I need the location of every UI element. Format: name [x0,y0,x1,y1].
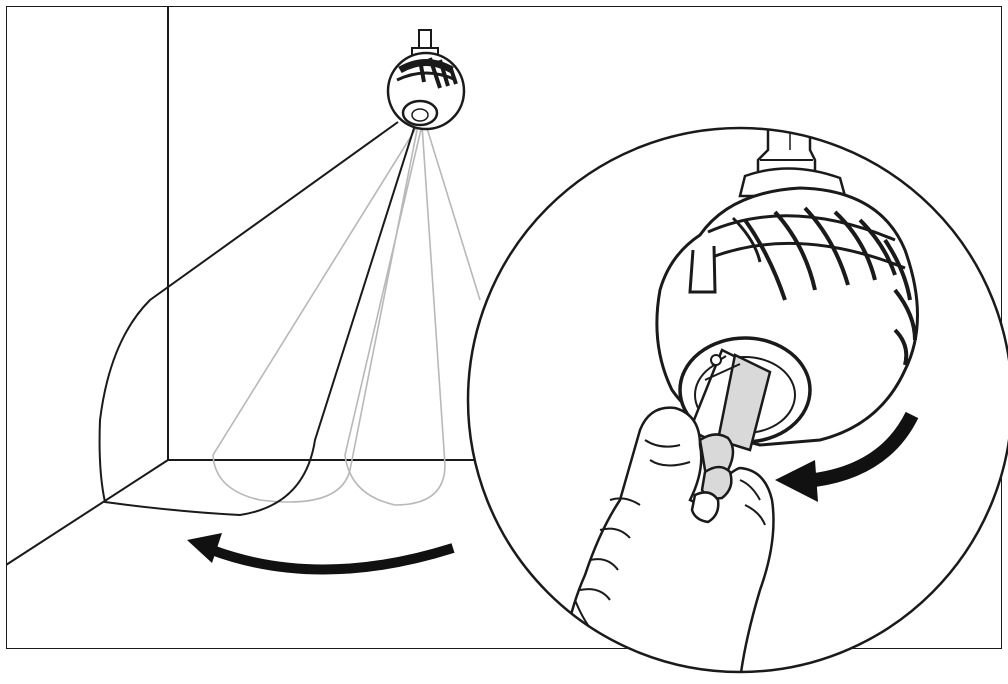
illustration-svg [0,0,1008,684]
illustration [0,0,1008,684]
